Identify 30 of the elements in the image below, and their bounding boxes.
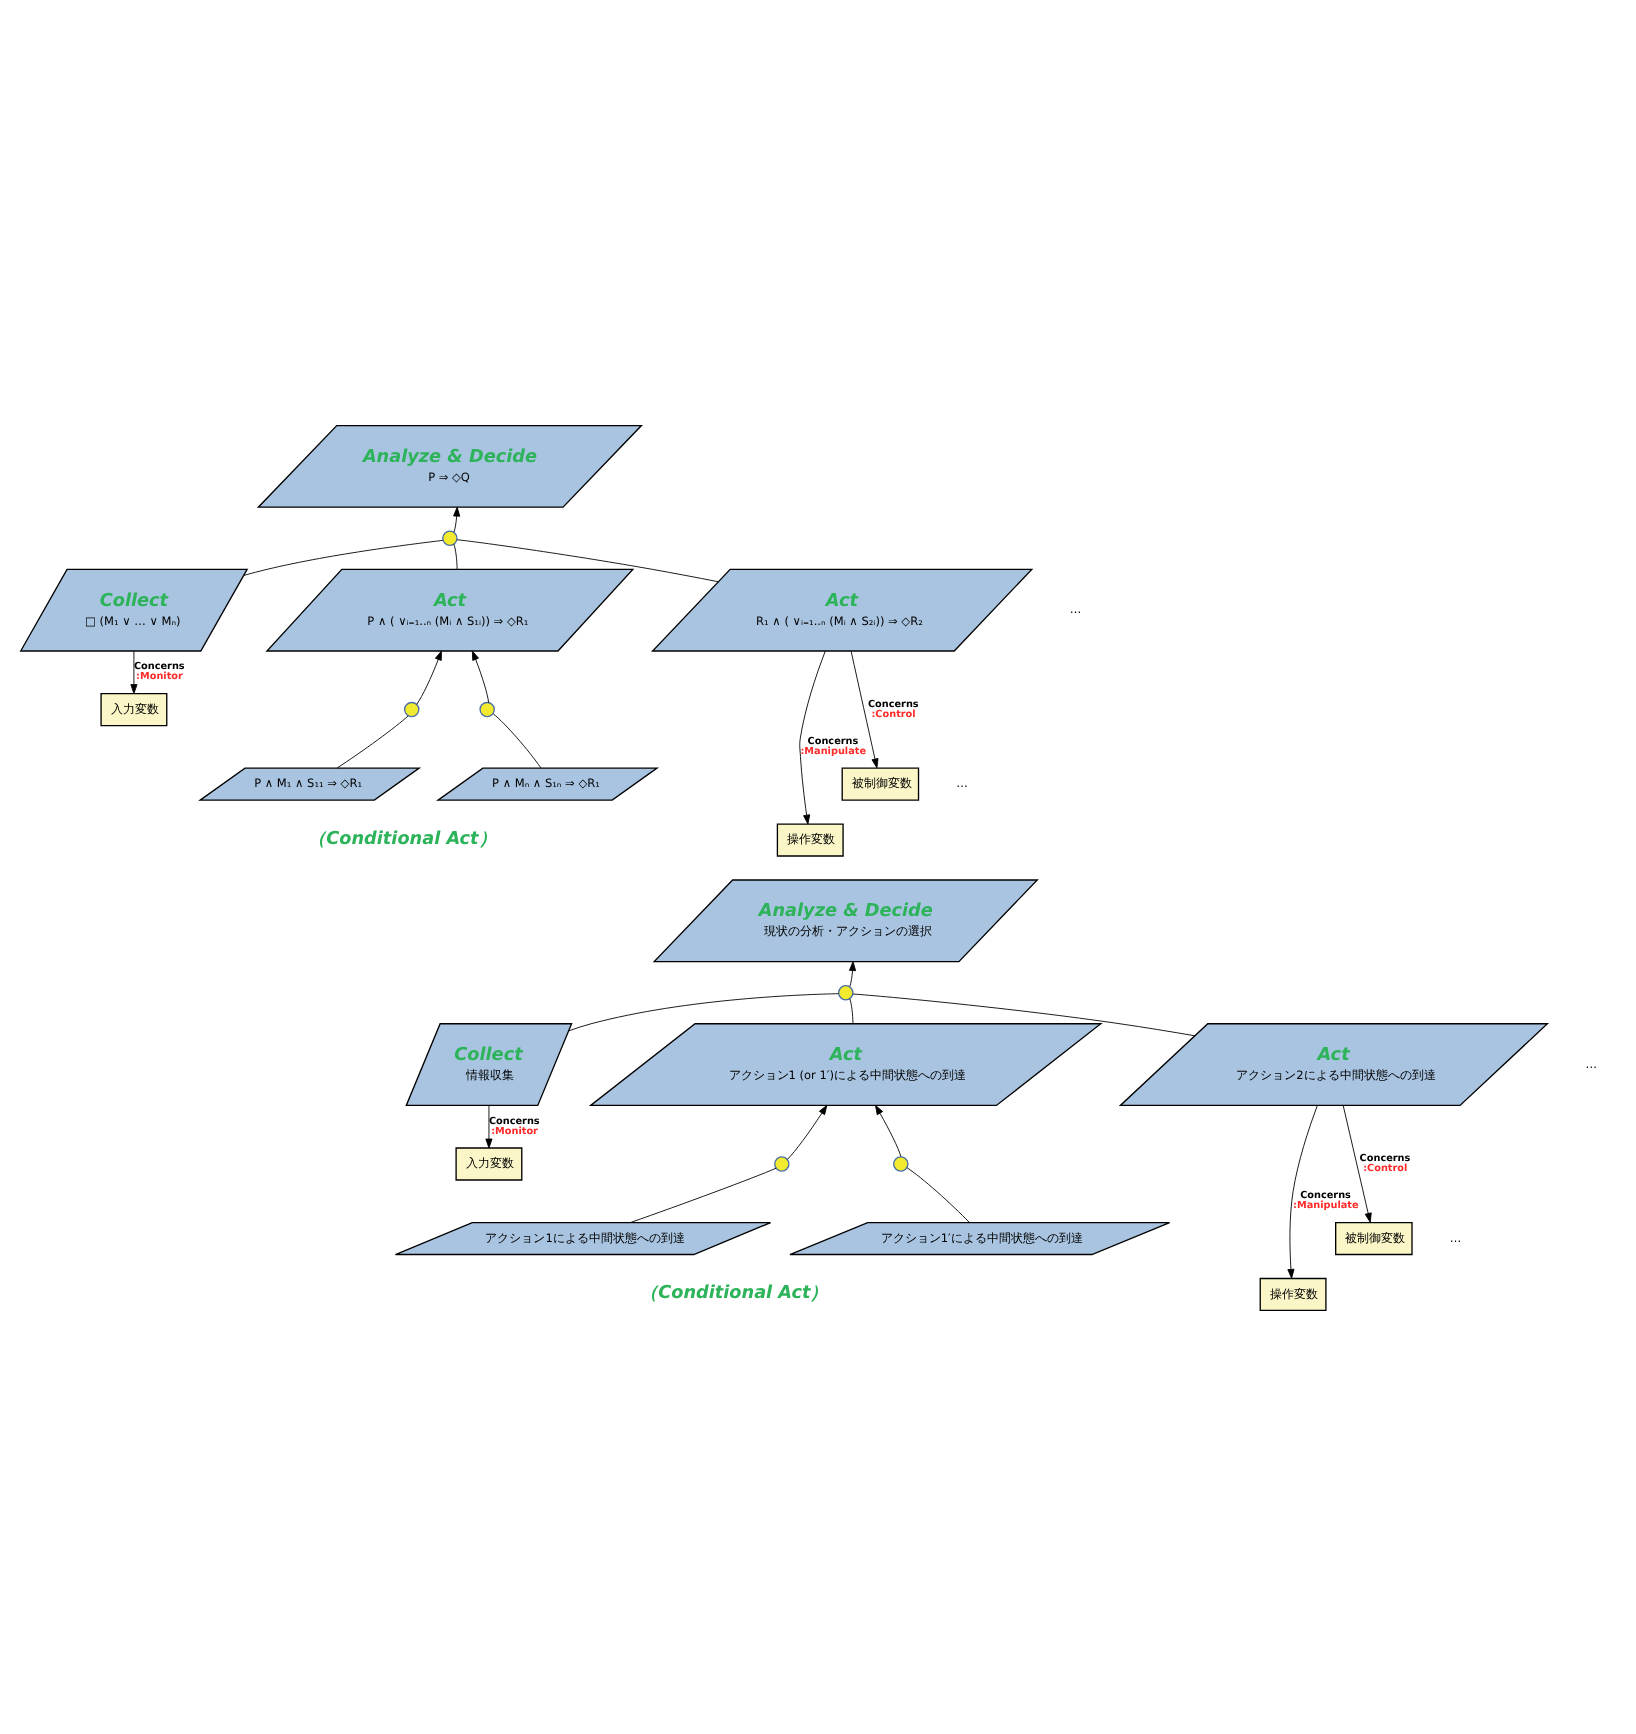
node-circle — [837, 983, 854, 1000]
connector — [453, 542, 458, 569]
arrow — [1287, 1104, 1318, 1278]
arrow — [875, 1104, 902, 1157]
arrow — [850, 649, 879, 768]
connector — [852, 992, 1196, 1036]
connector — [906, 1166, 970, 1222]
arrow — [786, 1104, 828, 1159]
node-circle — [774, 1155, 790, 1171]
node-circle — [479, 700, 495, 717]
arrow — [799, 649, 826, 824]
arrow — [1342, 1104, 1372, 1222]
connector — [849, 997, 854, 1023]
connector — [243, 538, 444, 575]
connector — [630, 1166, 777, 1222]
connector — [568, 992, 839, 1031]
label: （Conditional Act） — [308, 828, 497, 849]
arrow — [453, 505, 461, 532]
connector — [492, 712, 542, 768]
arrow — [485, 1104, 493, 1148]
arrow — [849, 960, 857, 986]
arrow — [130, 649, 138, 693]
node-circle — [893, 1155, 909, 1171]
connector — [456, 538, 719, 582]
label: （Conditional Act） — [640, 1283, 829, 1304]
node-circle — [403, 700, 420, 717]
node-circle — [442, 529, 458, 546]
connector — [336, 714, 409, 768]
arrow — [471, 649, 490, 702]
arrow — [416, 649, 442, 704]
